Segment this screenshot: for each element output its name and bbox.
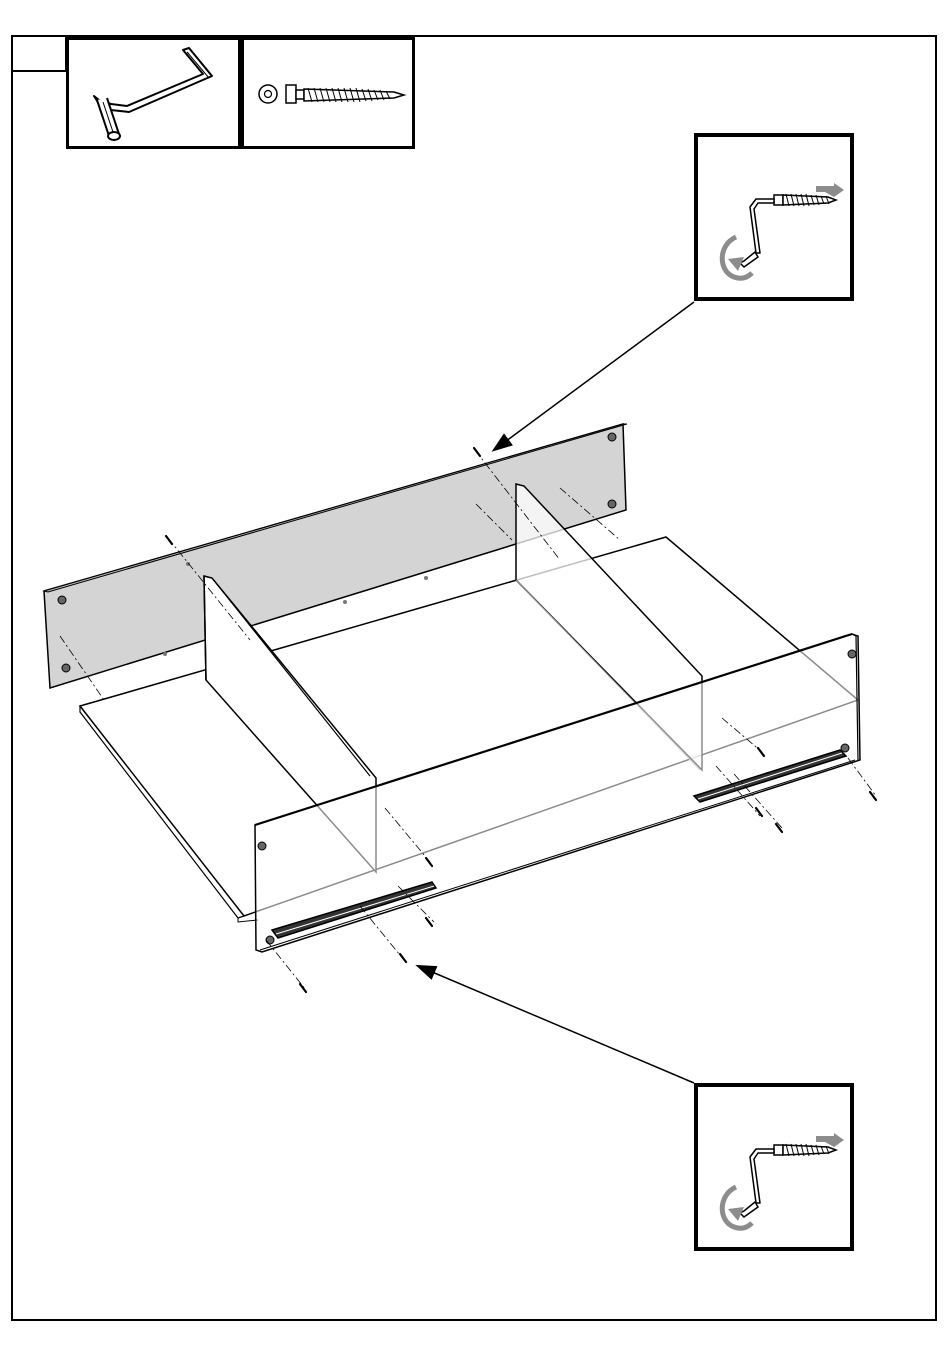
- leader-arrow-top: [494, 302, 694, 450]
- screw-icon: [474, 448, 480, 456]
- screw-icon: [870, 792, 876, 800]
- screw-icon: [426, 918, 432, 926]
- leader-arrow-bottom: [418, 966, 694, 1083]
- screw-icon: [300, 984, 306, 992]
- screw-icon: [400, 954, 406, 962]
- screw-icon: [166, 536, 172, 544]
